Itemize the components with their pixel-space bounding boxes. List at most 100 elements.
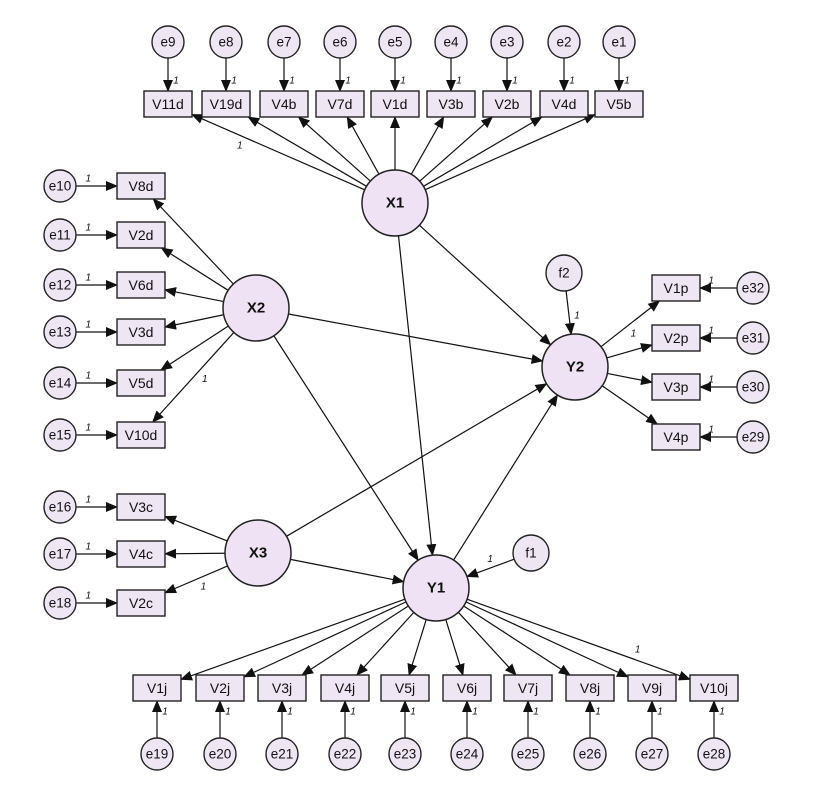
indicator-box <box>482 90 532 118</box>
indicator-v2d[interactable]: V2d <box>116 221 166 249</box>
indicator-v7d[interactable]: V7d <box>315 90 365 118</box>
indicator-v2c[interactable]: V2c <box>116 589 166 617</box>
disturbance-arrow <box>564 290 575 336</box>
loading-arrow <box>180 598 406 681</box>
error-e12[interactable]: e12 <box>43 268 77 302</box>
error-e15[interactable]: e15 <box>43 418 77 452</box>
indicator-v8d[interactable]: V8d <box>116 172 166 200</box>
indicator-v4d[interactable]: V4d <box>539 90 589 118</box>
latent-circle <box>361 169 429 237</box>
error-e2[interactable]: e2 <box>547 25 581 59</box>
error-e31[interactable]: e31 <box>736 321 770 355</box>
latent-x1[interactable]: X1 <box>361 169 429 237</box>
error-e11[interactable]: e11 <box>43 218 77 252</box>
error-e20[interactable]: e20 <box>203 737 237 771</box>
latent-y1[interactable]: Y1 <box>402 554 470 622</box>
error-e25[interactable]: e25 <box>511 737 545 771</box>
indicator-v10d[interactable]: V10d <box>116 421 166 449</box>
error-e13[interactable]: e13 <box>43 315 77 349</box>
indicator-v4c[interactable]: V4c <box>116 540 166 568</box>
indicator-v3j[interactable]: V3j <box>257 674 307 702</box>
latent-y2[interactable]: Y2 <box>541 333 609 401</box>
indicator-v3p[interactable]: V3p <box>651 373 701 401</box>
indicator-v6d[interactable]: V6d <box>116 271 166 299</box>
indicator-v4j[interactable]: V4j <box>320 674 370 702</box>
indicator-label: V1j <box>147 680 167 696</box>
indicator-v3d[interactable]: V3d <box>116 318 166 346</box>
indicator-v5b[interactable]: V5b <box>594 90 644 118</box>
indicator-label: V3b <box>439 96 464 112</box>
indicator-v1p[interactable]: V1p <box>651 274 701 302</box>
indicator-v6j[interactable]: V6j <box>442 674 492 702</box>
error-e21[interactable]: e21 <box>265 737 299 771</box>
indicator-label: V2c <box>129 595 153 611</box>
error-e1[interactable]: e1 <box>602 25 636 59</box>
indicator-v5j[interactable]: V5j <box>380 674 430 702</box>
error-e29[interactable]: e29 <box>736 420 770 454</box>
error-e7[interactable]: e7 <box>267 25 301 59</box>
indicator-v2j[interactable]: V2j <box>195 674 245 702</box>
err-circle <box>736 370 770 404</box>
loading-arrow <box>297 116 371 182</box>
error-e22[interactable]: e22 <box>328 737 362 771</box>
latent-x3[interactable]: X3 <box>224 519 292 587</box>
error-e24[interactable]: e24 <box>450 737 484 771</box>
error-e5[interactable]: e5 <box>378 25 412 59</box>
err-label: e21 <box>271 747 294 762</box>
indicator-v5d[interactable]: V5d <box>116 369 166 397</box>
indicator-v11d[interactable]: V11d <box>143 90 193 118</box>
structural-arrow <box>273 335 419 562</box>
indicator-v1j[interactable]: V1j <box>132 674 182 702</box>
indicator-v4p[interactable]: V4p <box>651 423 701 451</box>
indicator-label: V4d <box>552 96 577 112</box>
disturbance-f1[interactable]: f1 <box>512 534 550 572</box>
error-e18[interactable]: e18 <box>43 586 77 620</box>
error-e14[interactable]: e14 <box>43 366 77 400</box>
error-e8[interactable]: e8 <box>209 25 243 59</box>
fixed-parameter-label: 1 <box>708 375 714 386</box>
indicator-v2b[interactable]: V2b <box>482 90 532 118</box>
indicator-v9j[interactable]: V9j <box>627 674 677 702</box>
error-e6[interactable]: e6 <box>323 25 357 59</box>
error-e3[interactable]: e3 <box>490 25 524 59</box>
indicator-box <box>426 90 476 118</box>
indicator-label: V3d <box>129 324 154 340</box>
error-e16[interactable]: e16 <box>43 490 77 524</box>
loading-arrow <box>164 565 228 594</box>
error-e23[interactable]: e23 <box>388 737 422 771</box>
indicator-v8j[interactable]: V8j <box>565 674 615 702</box>
indicator-v4b[interactable]: V4b <box>259 90 309 118</box>
fixed-parameter-label: 1 <box>201 582 207 593</box>
indicator-v10j[interactable]: V10j <box>689 674 739 702</box>
err-circle <box>378 25 412 59</box>
indicator-v19d[interactable]: V19d <box>201 90 251 118</box>
indicator-v7j[interactable]: V7j <box>503 674 553 702</box>
error-e4[interactable]: e4 <box>434 25 468 59</box>
latent-label: X3 <box>249 545 267 562</box>
error-e19[interactable]: e19 <box>140 737 174 771</box>
err-label: e30 <box>742 380 765 395</box>
indicator-v1d[interactable]: V1d <box>370 90 420 118</box>
error-e26[interactable]: e26 <box>573 737 607 771</box>
error-e32[interactable]: e32 <box>736 271 770 305</box>
error-e30[interactable]: e30 <box>736 370 770 404</box>
indicator-v3b[interactable]: V3b <box>426 90 476 118</box>
indicator-label: V7j <box>518 680 538 696</box>
error-e17[interactable]: e17 <box>43 537 77 571</box>
indicator-box <box>195 674 245 702</box>
error-e28[interactable]: e28 <box>697 737 731 771</box>
indicator-v2p[interactable]: V2p <box>651 324 701 352</box>
error-e10[interactable]: e10 <box>43 169 77 203</box>
fixed-parameter-label: 1 <box>345 76 351 87</box>
indicator-box <box>116 589 166 617</box>
error-e27[interactable]: e27 <box>635 737 669 771</box>
error-e9[interactable]: e9 <box>151 25 185 59</box>
indicator-label: V2d <box>129 227 154 243</box>
indicator-v3c[interactable]: V3c <box>116 493 166 521</box>
structural-arrow <box>397 235 437 557</box>
indicator-box <box>503 674 553 702</box>
latent-label: Y2 <box>566 359 584 376</box>
latent-x2[interactable]: X2 <box>222 274 290 342</box>
disturbance-f2[interactable]: f2 <box>545 254 583 292</box>
structural-arrow <box>290 558 405 585</box>
